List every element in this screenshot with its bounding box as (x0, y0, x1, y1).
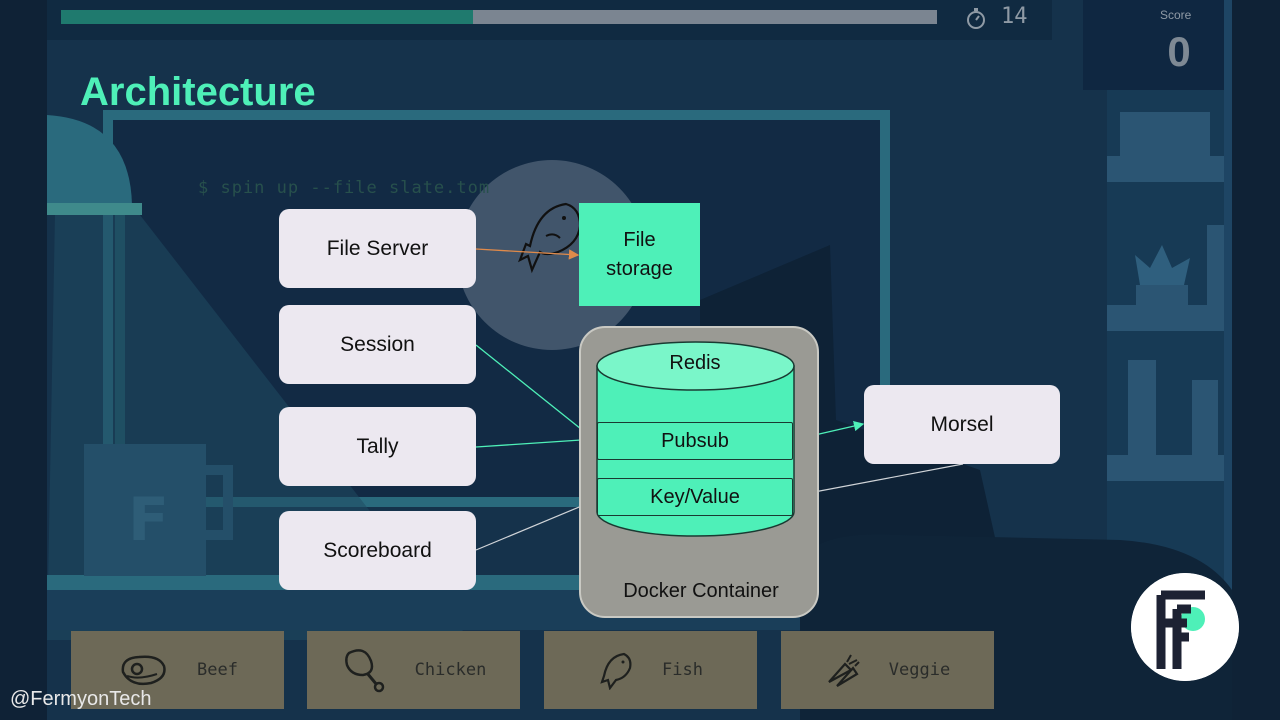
svg-text:F: F (128, 485, 169, 555)
redis-label: Redis (669, 352, 721, 374)
morsel-box: Morsel (864, 385, 1060, 464)
steak-icon (121, 655, 166, 686)
pubsub-box: Pubsub (597, 422, 793, 460)
terminal-command: $ spin up --file slate.tom (198, 178, 491, 198)
docker-label: Docker Container (623, 580, 779, 602)
chicken-label: Chicken (414, 660, 487, 680)
fermyon-logo (1131, 573, 1239, 681)
drumstick-icon (344, 649, 384, 693)
session-box: Session (279, 305, 476, 384)
veggie-button[interactable]: Veggie (781, 631, 994, 709)
key-value-box: Key/Value (597, 478, 793, 516)
fish-button[interactable]: Fish (544, 631, 757, 709)
twitter-handle: @FermyonTech (10, 688, 152, 710)
file-storage-line2: storage (606, 257, 673, 280)
fish-icon (600, 652, 632, 690)
chicken-button[interactable]: Chicken (307, 631, 520, 709)
slide-title: Architecture (80, 70, 316, 114)
score-label: Score (1160, 8, 1192, 22)
score-value: 0 (1167, 28, 1191, 75)
tally-box: Tally (279, 407, 476, 486)
carrots-icon (827, 654, 860, 687)
file-storage-box: File storage (579, 203, 700, 306)
timer-progress-fill (61, 10, 473, 24)
fish-icon (518, 202, 582, 274)
timer-value: 14 (1001, 4, 1028, 29)
file-storage-line1: File (623, 228, 656, 251)
stopwatch-icon (967, 8, 985, 29)
timer-progress-bar (61, 10, 937, 24)
scoreboard-box: Scoreboard (279, 511, 476, 590)
file-server-box: File Server (279, 209, 476, 288)
fish-label: Fish (662, 660, 703, 680)
beef-button[interactable]: Beef (71, 631, 284, 709)
veggie-label: Veggie (888, 660, 951, 680)
beef-label: Beef (197, 660, 238, 680)
